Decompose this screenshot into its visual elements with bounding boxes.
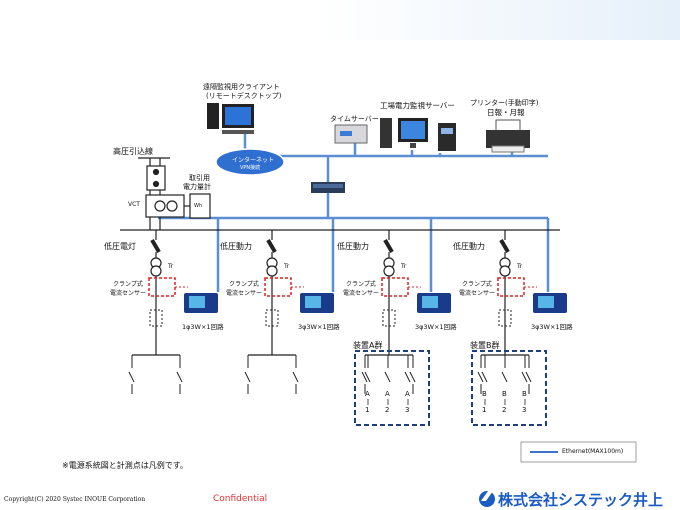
confidential-text: Confidential	[213, 494, 268, 504]
group-item-number: 3	[522, 406, 527, 414]
feeder-name-2: 低圧動力	[220, 242, 252, 251]
feeder-clamp-1: クランプ式	[113, 281, 143, 288]
feeder-clamp-sub-1: 電流センサー	[110, 290, 147, 297]
factory-server-icon	[380, 118, 456, 151]
time-server-icon	[334, 124, 368, 144]
feeder-name-4: 低圧動力	[453, 242, 485, 251]
feeder-1	[128, 230, 218, 394]
group-item-letter: A	[385, 390, 390, 398]
vpn-label: VPN接続	[240, 165, 261, 171]
feeder-clamp-4: クランプ式	[462, 281, 492, 288]
note-text: ※電源系統図と計測点は凡例です。	[62, 461, 188, 470]
feeder-clamp-sub-4: 電流センサー	[459, 290, 496, 297]
group-item-letter: B	[502, 390, 507, 398]
printer-sub-label: 日報・月報	[487, 108, 525, 117]
feeder-2	[244, 230, 334, 394]
remote-client-pc-icon	[207, 103, 254, 134]
printer-label: プリンター(手動印字)	[470, 99, 539, 107]
company-name: 株式会社システック井上	[498, 491, 664, 509]
hv-incoming-section	[120, 157, 560, 231]
group-box-2	[471, 350, 547, 426]
group-item-letter: A	[405, 390, 410, 398]
group-layer	[354, 350, 547, 426]
feeder-tr-1: Tr	[168, 263, 174, 270]
feeder-clamp-2: クランプ式	[229, 281, 259, 288]
group-item-letter: B	[522, 390, 527, 398]
feeder-circuit-2: 3φ3W×1回路	[298, 323, 340, 331]
group-item-letter: B	[482, 390, 487, 398]
group-label-1: 装置A群	[353, 341, 383, 350]
printer-icon	[486, 119, 530, 153]
group-box-1	[354, 350, 430, 426]
feeder-tr-4: Tr	[517, 263, 523, 270]
feeder-clamp-sub-3: 電流センサー	[343, 290, 380, 297]
internet-cloud-icon	[215, 148, 285, 176]
feeder-4	[477, 230, 567, 394]
feeder-3	[361, 230, 451, 394]
factory-server-label: 工場電力監視サーバー	[380, 101, 455, 110]
ethernet-network	[158, 134, 550, 292]
feeder-circuit-1: 1φ3W×1回路	[182, 323, 224, 331]
feeder-name-3: 低圧動力	[337, 242, 369, 251]
copyright-text: Copyright(C) 2020 Systec INOUE Corporati…	[4, 496, 146, 503]
company-logo-icon	[479, 491, 495, 507]
group-item-number: 1	[365, 406, 370, 414]
group-item-letter: A	[365, 390, 370, 398]
feeder-name-1: 低圧電灯	[104, 242, 136, 251]
group-item-number: 2	[385, 406, 390, 414]
remote-client-label: 遠隔監視用クライアント	[203, 83, 280, 91]
feeder-clamp-sub-2: 電流センサー	[226, 290, 263, 297]
internet-label: インターネット	[232, 157, 275, 164]
remote-client-sub-label: (リモートデスクトップ)	[206, 92, 282, 100]
time-server-label: タイムサーバー	[330, 115, 379, 123]
hv-incoming-label: 高圧引込線	[113, 147, 153, 156]
feeder-clamp-3: クランプ式	[346, 281, 376, 288]
legend-box	[520, 441, 637, 463]
feeder-tr-2: Tr	[284, 263, 290, 270]
meter-sub-label: 電力量計	[183, 183, 211, 191]
top-right-shade	[320, 0, 680, 40]
group-item-number: 2	[502, 406, 507, 414]
wh-label: Wh	[194, 203, 203, 209]
meter-label: 取引用	[189, 174, 210, 182]
feeder-tr-3: Tr	[401, 263, 407, 270]
vct-label: VCT	[128, 201, 140, 208]
legend-ethernet-label: Ethernet(MAX100m)	[562, 448, 624, 455]
feeder-circuit-3: 3φ3W×1回路	[415, 323, 457, 331]
group-item-number: 1	[482, 406, 487, 414]
feeder-layer	[128, 230, 567, 394]
network-switch-icon	[311, 182, 345, 193]
group-label-2: 装置B群	[470, 341, 500, 350]
group-item-number: 3	[405, 406, 410, 414]
feeder-circuit-4: 3φ3W×1回路	[531, 323, 573, 331]
